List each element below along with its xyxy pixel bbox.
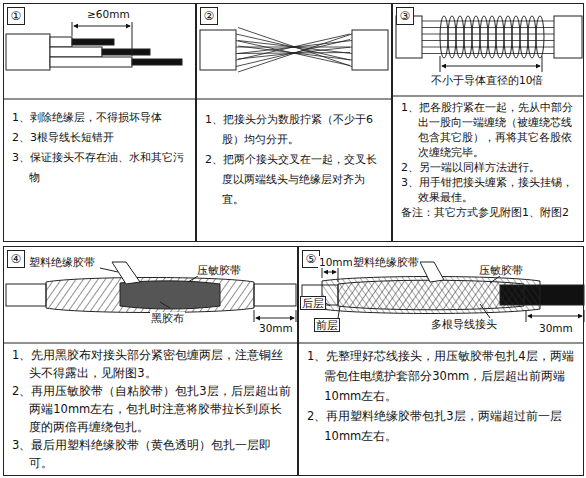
wire-stroke — [236, 40, 350, 67]
part-label: 压敏胶带 — [196, 264, 242, 276]
coil-winding — [464, 16, 472, 58]
step-number: ④ — [7, 250, 25, 268]
wire-stroke — [238, 46, 352, 60]
step-panel: ⑤1、先整理好芯线接头，用压敏胶带包扎4层，两端需包住电缆护套部分30mm，后层… — [298, 246, 584, 476]
coil-winding — [528, 16, 536, 58]
part-label: 黑胶布 — [150, 312, 185, 324]
step-number: ① — [7, 7, 25, 25]
instruction-list: 1、把各股拧紧在一起，先从中部分出一股向一端缠绕（被缠绕芯线包含其它股），再将其… — [401, 100, 577, 220]
instruction-text: 1、把各股拧紧在一起，先从中部分出一股向一端缠绕（被缠绕芯线包含其它股），再将其… — [401, 100, 577, 160]
part-label: 后层 — [300, 296, 326, 310]
instruction-text: 3、保证接头不存在油、水和其它污物 — [12, 148, 189, 188]
instruction-list: 1、剥除绝缘层，不得损坏导体2、3根导线长短错开3、保证接头不存在油、水和其它污… — [12, 108, 189, 188]
step-number: ② — [200, 7, 218, 25]
instruction-text: 1、把接头分为数股拧紧（不少于6股）均匀分开。 — [205, 110, 385, 150]
instruction-text: 1、剥除绝缘层，不得损坏导体 — [12, 108, 189, 128]
instruction-text: 3、用手钳把接头缠紧，接头挂锡，效果最佳。 — [401, 175, 577, 205]
part-label: 压敏胶带 — [478, 264, 524, 276]
coil-winding — [448, 16, 456, 58]
instruction-text: 2、另一端以同样方法进行。 — [401, 160, 577, 175]
coil-winding — [480, 16, 488, 58]
coil-winding — [504, 16, 512, 58]
coil-winding — [472, 16, 480, 58]
wire-stroke — [236, 34, 350, 60]
coil-winding — [496, 16, 504, 58]
step-panel: ② 1、把接头分为数股拧紧（不少于6股）均匀分开。2、把两个接头交叉在一起，交叉长… — [196, 3, 392, 242]
part-label: 塑料绝缘胶带 — [28, 256, 96, 268]
step-panel: ① 1、剥除绝缘层，不得损坏导体2、3根导线长短错开3、保证接头不存在油、水和其它… — [3, 3, 196, 242]
part-label: ≥60mm — [86, 8, 131, 20]
instruction-text: 3、最后用塑料绝缘胶带（黄色透明）包扎一层即可。 — [12, 436, 291, 472]
coil-winding — [520, 16, 528, 58]
instruction-text: 备注：其它方式参见附图1、附图2 — [401, 205, 577, 220]
part-label: 不小于导体直径的10倍 — [430, 74, 544, 86]
part-label: 塑料绝缘胶带 — [352, 256, 420, 268]
instruction-list: 1、先整理好芯线接头，用压敏胶带包扎4层，两端需包住电缆护套部分30mm，后层超… — [307, 346, 577, 446]
instruction-list: 1、先用黑胶布对接头部分紧密包缠两层，注意铜丝头不得露出，见附图3。2、再用压敏… — [12, 346, 291, 472]
coil-winding — [536, 16, 544, 58]
part-label: 多根导线接头 — [430, 318, 498, 330]
instruction-text: 2、再用压敏胶带（自粘胶带）包扎3层，后层超出前两端10mm左右，包扎时注意将胶… — [12, 382, 291, 436]
coil-winding — [488, 16, 496, 58]
coil-winding — [456, 16, 464, 58]
step-panel: ④ 1、先用黑胶布对接头部分紧密包缠两层，注意铜丝头不得露出，见附图3。2、再用压… — [3, 246, 298, 476]
instruction-text: 2、再用塑料绝缘胶带包扎3层，两端超过前一层10mm左右。 — [307, 406, 577, 446]
instruction-text: 2、把两个接头交叉在一起，交叉长度以两端线头与绝缘层对齐为宜。 — [205, 150, 385, 210]
step-number: ③ — [396, 7, 414, 25]
part-label: 30mm — [538, 322, 574, 334]
part-label: 30mm — [258, 322, 294, 334]
step-panel: ③ 1、把各股拧紧在一起，先从中部分出一股向一端缠绕（被缠绕芯线包含其它股），再将… — [392, 3, 584, 242]
coil-winding — [440, 16, 448, 58]
wire-stroke — [238, 28, 352, 67]
instruction-text: 2、3根导线长短错开 — [12, 128, 189, 148]
part-label: 前层 — [314, 318, 340, 332]
wire-stroke — [236, 41, 350, 66]
instruction-text: 1、先整理好芯线接头，用压敏胶带包扎4层，两端需包住电缆护套部分30mm，后层超… — [307, 346, 577, 406]
instruction-list: 1、把接头分为数股拧紧（不少于6股）均匀分开。2、把两个接头交叉在一起，交叉长度… — [205, 110, 385, 210]
part-label: 10mm — [318, 256, 354, 268]
coil-winding — [512, 16, 520, 58]
instruction-text: 1、先用黑胶布对接头部分紧密包缠两层，注意铜丝头不得露出，见附图3。 — [12, 346, 291, 382]
wire-stroke — [236, 34, 350, 60]
